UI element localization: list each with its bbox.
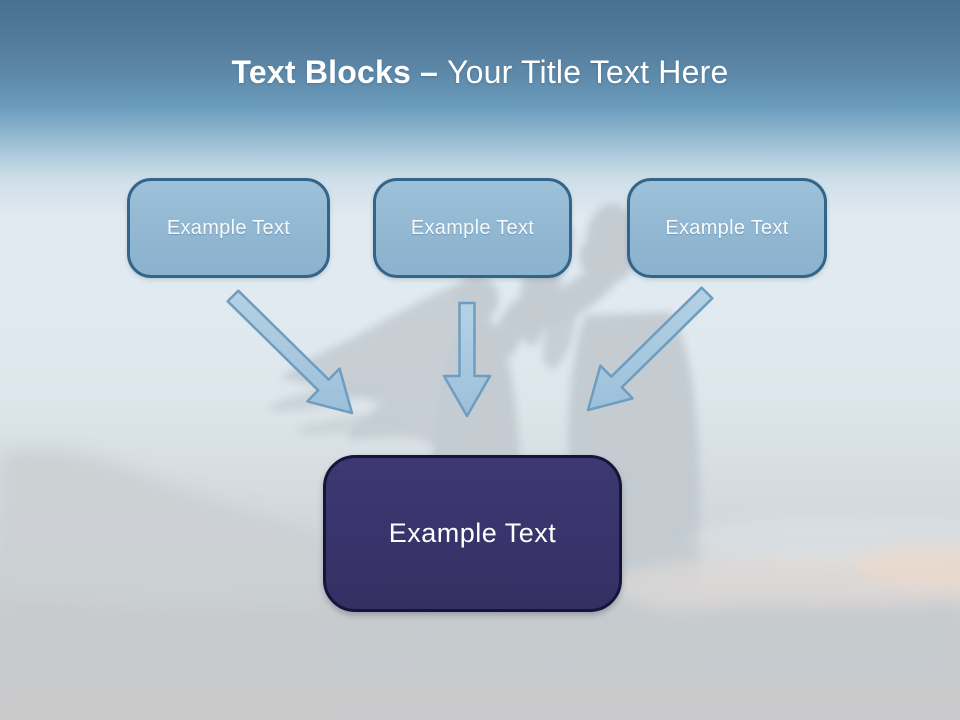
arrow-middle-down[interactable]: [442, 301, 492, 418]
arrow-right-diagonal[interactable]: [586, 286, 714, 412]
text-block-1-label: Example Text: [166, 216, 291, 239]
text-block-2-label: Example Text: [410, 216, 535, 239]
title-separator: –: [419, 54, 438, 90]
text-block-3-label: Example Text: [665, 216, 789, 239]
result-block-label: Example Text: [388, 518, 557, 548]
arrow-left-diagonal[interactable]: [226, 289, 354, 415]
text-block-1[interactable]: Example Text: [127, 178, 330, 278]
title-emphasis: Text Blocks: [231, 54, 411, 90]
slide-title[interactable]: Text Blocks–Your Title Text Here: [0, 54, 960, 91]
cloud-layer: [0, 448, 960, 720]
result-block[interactable]: Example Text: [323, 455, 622, 612]
text-block-2[interactable]: Example Text: [373, 178, 572, 278]
title-rest: Your Title Text Here: [446, 54, 729, 90]
text-block-3[interactable]: Example Text: [627, 178, 827, 278]
